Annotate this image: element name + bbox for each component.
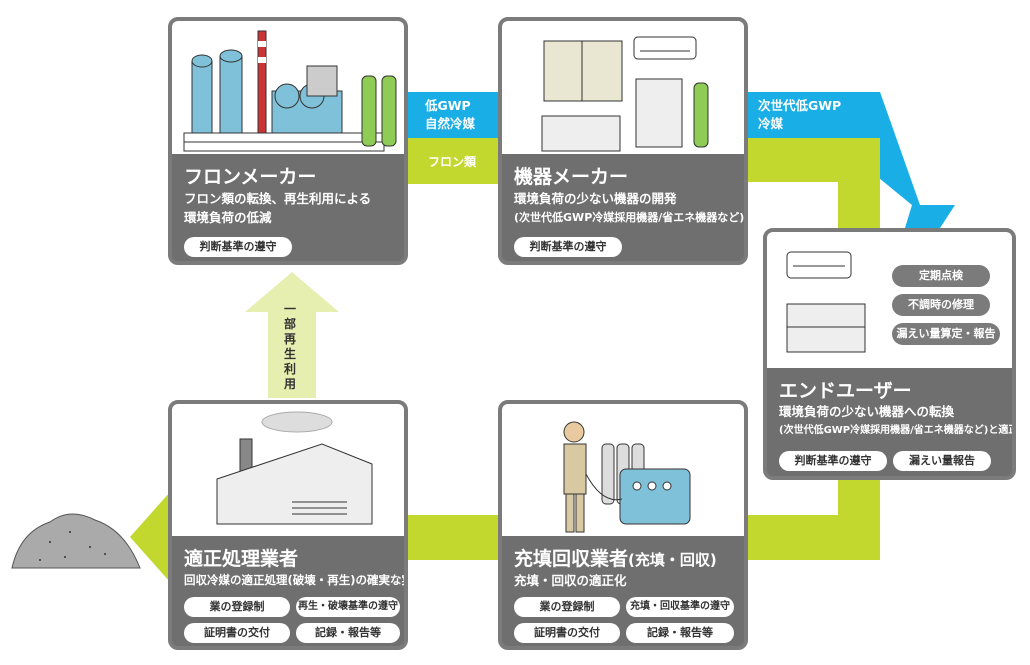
green-flow-freon — [408, 138, 500, 184]
pill-certificate: 証明書の交付 — [514, 623, 620, 643]
card-desc: 環境負荷の少ない機器の開発 — [514, 191, 677, 206]
card-title: フロンメーカー — [184, 166, 317, 188]
waste-heap-icon — [11, 513, 141, 569]
equipment-icon — [541, 36, 709, 152]
card-end-user: 定期点検 不調時の修理 漏えい量算定・報告 エンドユーザー 環境負荷の少ない機器… — [763, 228, 1016, 480]
card-title: 充填回収業者(充填・回収) — [514, 544, 717, 571]
flow-label-next-gen: 次世代低GWP 冷媒 — [758, 98, 842, 131]
card-desc: 回収冷媒の適正処理(破壊・再生)の確実な実施 — [184, 573, 408, 587]
pill-certificate: 証明書の交付 — [184, 623, 290, 643]
card-title-suffix: (充填・回収) — [628, 551, 717, 569]
enduser-illustration: 定期点検 不調時の修理 漏えい量算定・報告 — [767, 232, 1012, 368]
card-recovery: 充填回収業者(充填・回収) 充填・回収の適正化 業の登録制 充填・回収基準の遵守… — [498, 400, 748, 650]
pill-records: 記録・報告等 — [626, 623, 734, 643]
worker-recovery-icon — [563, 421, 691, 533]
card-title: 機器メーカー — [514, 166, 629, 188]
card-desc: 環境負荷の少ない機器への転換 — [779, 404, 955, 419]
green-flow-mid — [405, 515, 500, 560]
card-desc: (次世代低GWP冷媒採用機器/省エネ機器など)と適正管理 — [779, 425, 1016, 436]
pill-compliance: 判断基準の遵守 — [514, 237, 622, 257]
reuse-arrow — [245, 272, 339, 398]
card-title: エンドユーザー — [779, 380, 912, 402]
pill-compliance: 判断基準の遵守 — [779, 451, 887, 471]
aircon-showcase-icon — [786, 251, 866, 353]
blue-flow-low-gwp — [408, 92, 500, 138]
card-desc: フロン類の転換、再生利用による — [184, 191, 372, 206]
card-desc: 充填・回収の適正化 — [514, 573, 627, 588]
blue-flow-next-gen — [745, 92, 955, 228]
disposal-illustration — [172, 404, 404, 536]
card-disposal: 適正処理業者 回収冷媒の適正処理(破壊・再生)の確実な実施 業の登録制 再生・破… — [168, 400, 408, 650]
action-leak-report: 漏えい量算定・報告 — [892, 323, 1000, 345]
pill-registration: 業の登録制 — [184, 597, 290, 617]
pill-registration: 業の登録制 — [514, 597, 620, 617]
pill-leak-report: 漏えい量報告 — [893, 451, 991, 471]
recovery-illustration — [502, 404, 744, 536]
card-freon-maker: フロンメーカー フロン類の転換、再生利用による 環境負荷の低減 判断基準の遵守 — [168, 17, 408, 265]
green-arrow-to-waste — [130, 492, 180, 582]
card-desc: 環境負荷の低減 — [184, 210, 272, 225]
pill-standards: 再生・破壊基準の遵守 — [296, 597, 400, 617]
flow-label-low-gwp: 低GWP 自然冷媒 — [425, 98, 476, 131]
card-title-main: 充填回収業者 — [514, 548, 629, 570]
factory-illustration — [172, 21, 404, 154]
green-flow-to-recovery — [745, 515, 880, 560]
pill-records: 記録・報告等 — [296, 623, 400, 643]
factory-icon — [216, 411, 373, 525]
pill-compliance: 判断基準の遵守 — [184, 237, 292, 257]
card-equipment-maker: 機器メーカー 環境負荷の少ない機器の開発 (次世代低GWP冷媒採用機器/省エネ機… — [498, 17, 748, 265]
action-repair: 不調時の修理 — [892, 294, 990, 316]
refinery-icon — [183, 30, 397, 152]
pill-standards: 充填・回収基準の遵守 — [626, 597, 734, 617]
flow-label-partial-reuse: 一 部 再 生 利 用 — [284, 302, 297, 391]
flow-label-freon: フロン類 — [428, 155, 477, 169]
equipment-illustration — [502, 21, 744, 154]
green-flow-right — [745, 138, 880, 228]
card-desc: (次世代低GWP冷媒採用機器/省エネ機器など) — [514, 211, 745, 224]
card-title: 適正処理業者 — [184, 548, 299, 570]
action-periodic-inspection: 定期点検 — [892, 265, 990, 287]
